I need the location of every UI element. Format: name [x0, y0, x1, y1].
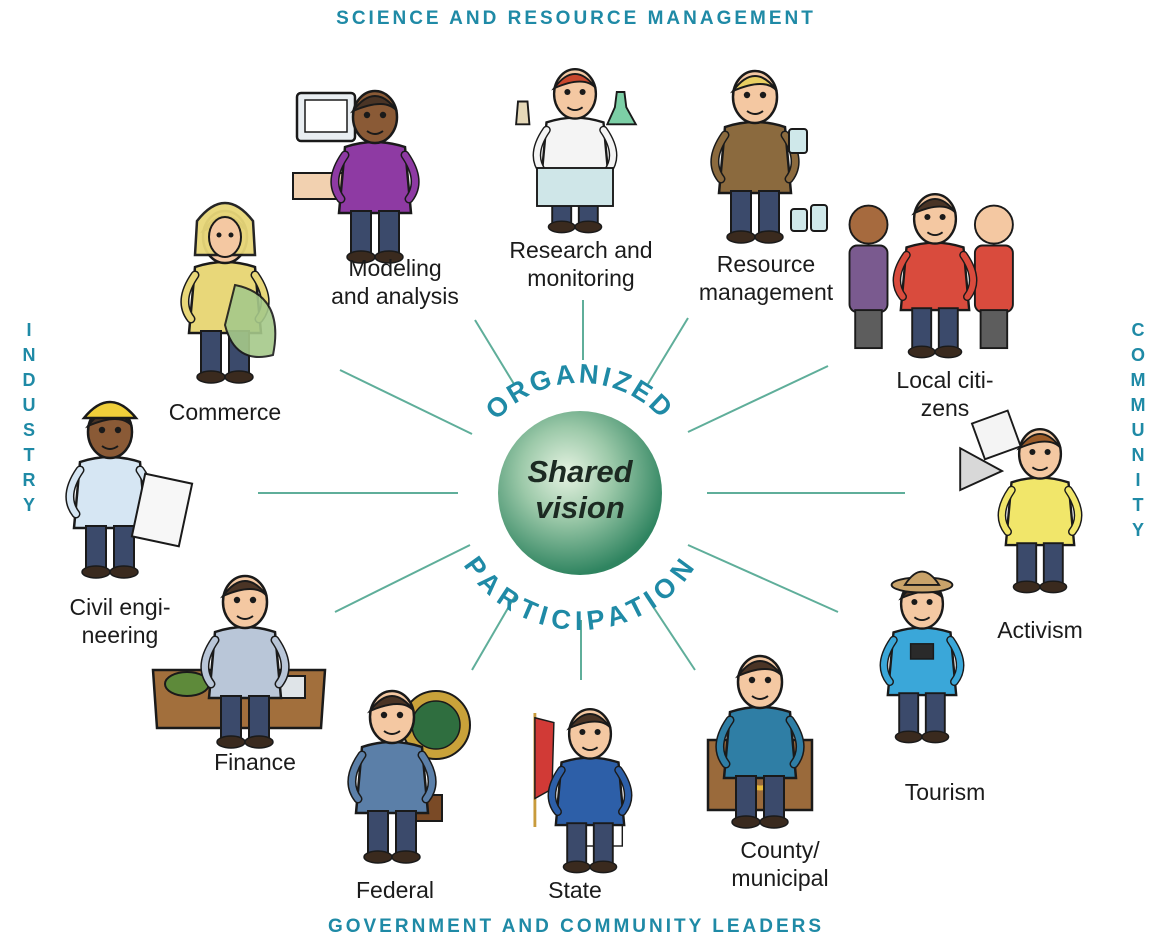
resource-manager-with-jars-icon — [710, 69, 828, 244]
official-at-podium-icon — [706, 654, 814, 829]
heading-letter: I — [26, 320, 32, 340]
heading-letter: U — [1131, 420, 1145, 440]
heading-letter: R — [22, 470, 36, 490]
engineer-with-blueprints-icon — [65, 400, 194, 579]
spoke-line — [645, 595, 696, 671]
spoke-line — [471, 595, 516, 671]
spoke-line — [687, 365, 829, 433]
label-commerce: Commerce — [168, 399, 282, 425]
label-research: Research and monitoring — [509, 237, 653, 291]
heading-letter: N — [1131, 445, 1145, 465]
label-citizens: Local citi- zens — [896, 367, 994, 421]
spoke-line — [474, 319, 515, 385]
heading-letter: O — [1130, 345, 1145, 365]
shared-vision-sphere — [498, 411, 662, 575]
center-line-2: vision — [535, 490, 625, 525]
label-modeling: Modeling and analysis — [331, 255, 459, 309]
heading-letter: N — [22, 345, 36, 365]
heading-letter: U — [22, 395, 36, 415]
family-group-icon — [848, 193, 1014, 359]
label-activism: Activism — [997, 617, 1083, 643]
label-tourism: Tourism — [904, 779, 986, 805]
heading-letter: T — [23, 445, 35, 465]
heading-letter: Y — [1131, 520, 1144, 540]
scientist-with-flasks-icon — [515, 68, 638, 234]
heading-letter: T — [1132, 495, 1144, 515]
center-line-1: Shared — [527, 454, 633, 489]
label-finance: Finance — [214, 749, 296, 775]
heading-government-leaders: GOVERNMENT AND COMMUNITY LEADERS — [327, 916, 825, 937]
spoke-line — [687, 544, 839, 613]
heading-letter: Y — [22, 495, 35, 515]
banker-at-desk-icon — [151, 574, 327, 749]
heading-science-resource: SCIENCE AND RESOURCE MANAGEMENT — [336, 8, 816, 29]
official-signing-with-flag-icon — [533, 708, 633, 874]
heading-letter: D — [22, 370, 36, 390]
label-state: State — [548, 877, 602, 903]
label-federal: Federal — [356, 877, 434, 903]
fisherman-with-net-icon — [180, 201, 277, 384]
spoke-line — [647, 317, 689, 385]
tourist-with-camera-icon — [879, 570, 965, 744]
official-with-briefcase-icon — [347, 689, 471, 864]
activist-with-megaphone-icon — [959, 409, 1083, 594]
heading-letter: C — [1131, 320, 1145, 340]
heading-letter: I — [1135, 470, 1141, 490]
connector-spokes — [258, 300, 905, 680]
heading-letter: S — [22, 420, 35, 440]
spoke-line — [339, 369, 473, 435]
analyst-at-computer-icon — [292, 89, 420, 264]
spoke-line — [334, 544, 471, 613]
label-civil: Civil engi- neering — [69, 594, 171, 648]
label-county: County/ municipal — [731, 837, 829, 891]
label-resource: Resource management — [698, 251, 834, 305]
heading-letter: M — [1130, 395, 1146, 415]
heading-letter: M — [1130, 370, 1146, 390]
